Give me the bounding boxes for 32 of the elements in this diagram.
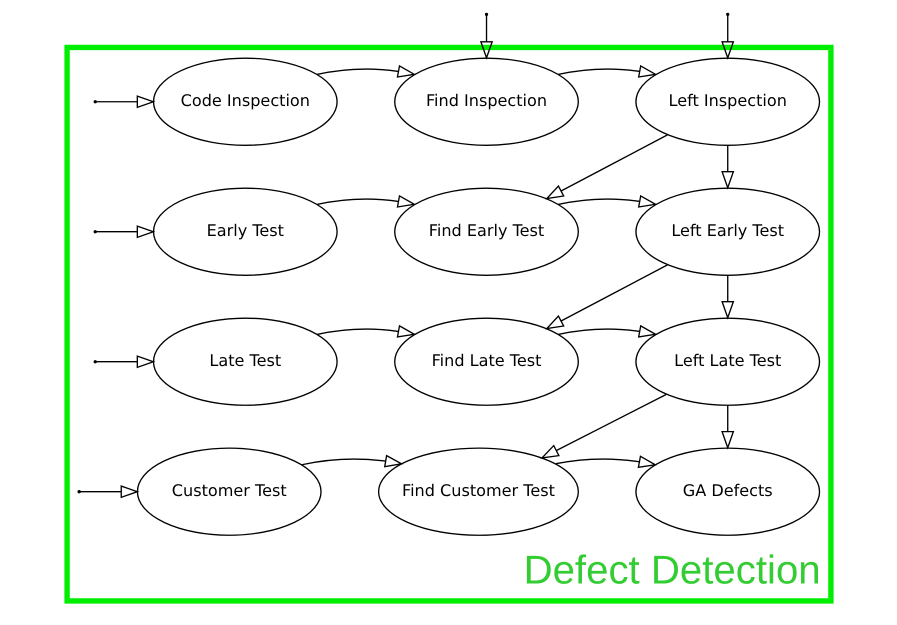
arrow bbox=[301, 454, 403, 468]
arrow bbox=[544, 264, 668, 330]
node-ellipse: Left Late Test bbox=[634, 317, 820, 406]
node-ellipse: Early Test bbox=[152, 188, 338, 276]
arrow bbox=[80, 485, 139, 498]
arrow bbox=[544, 134, 668, 200]
arrow bbox=[720, 15, 734, 60]
arrow bbox=[479, 15, 493, 60]
arrow bbox=[720, 275, 734, 320]
arrow bbox=[540, 394, 666, 459]
node-ellipse: Left Early Test bbox=[634, 188, 820, 276]
node-ellipse: Left Inspection bbox=[634, 58, 820, 146]
node-ellipse: Find Inspection bbox=[394, 58, 578, 146]
node-ellipse: Customer Test bbox=[136, 447, 322, 536]
arrow bbox=[558, 194, 658, 208]
arrow bbox=[96, 95, 155, 108]
arrow bbox=[720, 145, 734, 190]
arrow bbox=[316, 64, 416, 78]
node-ellipse: Code Inspection bbox=[152, 58, 338, 146]
arrow bbox=[555, 455, 657, 468]
arrow bbox=[558, 324, 658, 338]
arrow bbox=[316, 194, 416, 208]
arrow bbox=[96, 355, 155, 368]
node-ellipse: Find Early Test bbox=[394, 188, 578, 276]
node-ellipse: Find Late Test bbox=[394, 317, 578, 406]
arrow bbox=[558, 64, 658, 78]
node-ellipse: GA Defects bbox=[634, 447, 820, 536]
node-ellipse: Find Customer Test bbox=[377, 447, 578, 536]
node-ellipse: Late Test bbox=[152, 317, 338, 406]
arrow bbox=[720, 405, 734, 450]
arrow bbox=[96, 225, 155, 238]
arrow bbox=[316, 324, 416, 338]
